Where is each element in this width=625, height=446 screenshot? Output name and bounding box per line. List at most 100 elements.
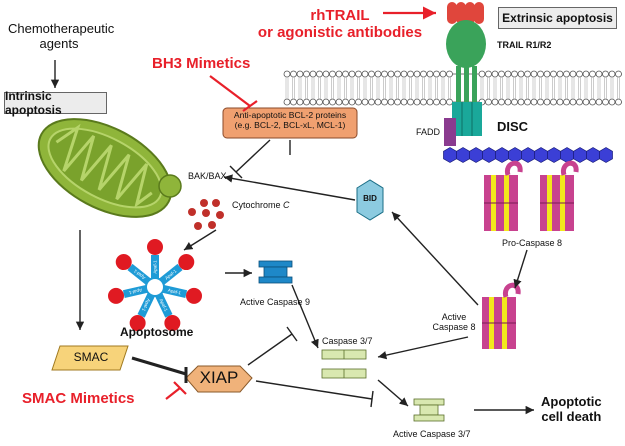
bid-hexagon	[356, 179, 384, 221]
lipid-head	[439, 98, 447, 106]
lipid-head	[563, 70, 570, 78]
lipid-head	[556, 70, 564, 78]
lipid-head	[595, 70, 603, 78]
xiap-label: XIAP	[199, 368, 239, 387]
apaf1-label: Apaf-1	[128, 288, 143, 296]
lipid-head	[433, 70, 440, 78]
lipid-head	[543, 70, 551, 78]
lipid-head	[569, 98, 577, 106]
apaf1-spoke	[127, 263, 151, 285]
lipid-head	[504, 70, 512, 78]
lipid-head	[485, 98, 492, 106]
lipid-head	[296, 70, 304, 78]
lipid-head	[485, 70, 492, 78]
lipid-head	[517, 70, 525, 78]
lipid-head	[524, 98, 531, 106]
caspase37-label: Caspase 3/7	[322, 336, 373, 346]
trail-receptor	[446, 2, 486, 136]
arrow-casp37-to-active	[377, 379, 409, 407]
bh3-mimetics-label: BH3 Mimetics	[152, 55, 251, 72]
apoptosome-complex: Apaf-1Apaf-1Apaf-1Apaf-1Apaf-1Apaf-1Apaf…	[108, 239, 202, 332]
lipid-head	[504, 98, 512, 106]
lipid-head	[381, 98, 388, 106]
procaspase8-label: Pro-Caspase 8	[502, 238, 563, 248]
lipid-head	[329, 70, 336, 78]
lipid-head	[296, 98, 304, 106]
lipid-head	[615, 70, 622, 78]
death-domain	[469, 147, 483, 163]
lipid-head	[322, 98, 330, 106]
lipid-head	[309, 98, 317, 106]
antiapoptotic-line2: (e.g. BCL-2, BCL-xL, MCL-1)	[234, 119, 346, 130]
card-domain	[178, 254, 195, 271]
lipid-head	[439, 70, 447, 78]
lipid-head	[576, 98, 583, 106]
lipid-head	[595, 98, 603, 106]
lipid-head	[433, 98, 440, 106]
lipid-head	[608, 98, 616, 106]
cytochrome-c-letter: C	[283, 200, 290, 210]
fadd-protein	[444, 118, 456, 146]
lipid-head	[420, 70, 427, 78]
lipid-head	[589, 98, 596, 106]
lipid-head	[582, 70, 590, 78]
lipid-head	[368, 98, 375, 106]
lipid-head	[322, 70, 330, 78]
lipid-head	[387, 70, 395, 78]
lipid-head	[550, 70, 557, 78]
lipid-head	[602, 98, 609, 106]
apaf1-label: Apaf-1	[141, 298, 151, 313]
arrow-casp9-to-casp37	[291, 284, 319, 349]
card-domain	[185, 287, 202, 304]
apoptosome-hub	[145, 277, 165, 297]
lipid-head	[511, 98, 518, 106]
caspase37	[321, 349, 367, 379]
lipid-head	[543, 98, 551, 106]
lipid-head	[335, 70, 343, 78]
inhibit-xiap-casp9	[247, 333, 293, 366]
lipid-head	[530, 70, 538, 78]
death-domain	[586, 147, 600, 163]
apaf1-spoke	[137, 293, 155, 318]
rhtrail-label: rhTRAIL or agonistic antibodies	[240, 7, 440, 42]
lipid-head	[563, 98, 570, 106]
lipid-head	[413, 98, 421, 106]
lipid-head	[511, 70, 518, 78]
lipid-head	[316, 70, 323, 78]
mitochondrion	[37, 118, 173, 218]
active-caspase37	[413, 398, 445, 422]
lipid-head	[426, 70, 434, 78]
apaf1-label: Apaf-1	[153, 260, 158, 274]
card-domain	[115, 254, 132, 271]
death-domain	[521, 147, 535, 163]
lipid-head	[537, 70, 544, 78]
inhibit-smacmimetic-xiap	[165, 387, 181, 400]
active-caspase8-label: Active Caspase 8	[432, 312, 476, 333]
lipid-head	[478, 70, 486, 78]
lipid-head	[491, 70, 499, 78]
lipid-head	[374, 98, 382, 106]
lipid-head	[576, 70, 583, 78]
procaspase8-dimer-2	[540, 160, 579, 231]
lipid-head	[517, 98, 525, 106]
chemotherapeutic-agents-label: Chemotherapeutic agents	[8, 21, 115, 51]
procaspase8-dimer-1	[484, 160, 523, 231]
lipid-head	[602, 70, 609, 78]
cytochrome-prefix: Cytochrome	[232, 200, 284, 210]
death-domain	[560, 147, 574, 163]
death-domain	[443, 147, 457, 163]
lipid-head	[413, 70, 421, 78]
lipid-head	[348, 70, 356, 78]
apoptotic-cell-death-label: Apoptotic cell death	[541, 394, 602, 425]
lipid-head	[446, 98, 453, 106]
death-domain	[495, 147, 509, 163]
inhibit-bcl2-bakbax	[235, 139, 271, 173]
lipid-head	[550, 98, 557, 106]
lipid-head	[530, 98, 538, 106]
lipid-head	[498, 98, 505, 106]
card-domain	[164, 315, 181, 332]
apoptosome-label: Apoptosome	[120, 325, 194, 339]
lipid-head	[537, 98, 544, 106]
